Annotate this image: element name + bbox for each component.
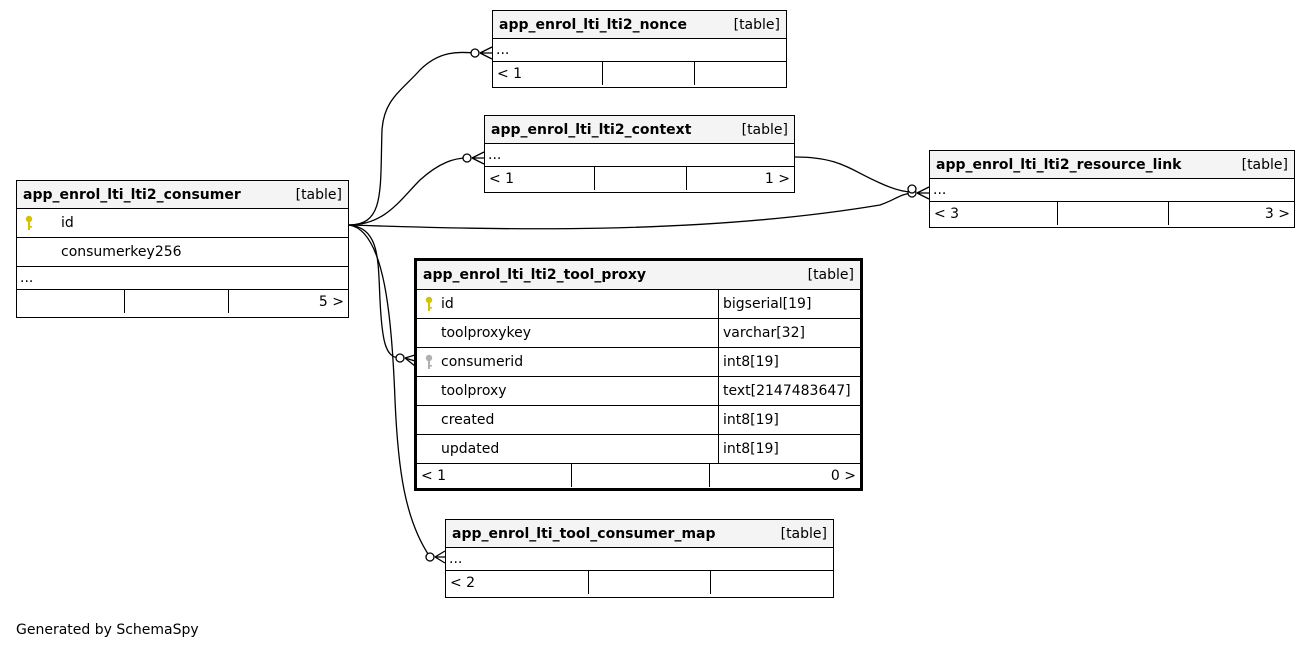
table-name: app_enrol_lti_tool_consumer_map bbox=[452, 525, 716, 542]
foreign-key-icon bbox=[417, 348, 441, 376]
column-type: varchar[32] bbox=[718, 319, 860, 347]
table-header: app_enrol_lti_lti2_context [table] bbox=[485, 116, 794, 144]
parents-count[interactable]: < 1 bbox=[421, 467, 447, 484]
table-footer: < 1 bbox=[493, 62, 786, 85]
more-columns: ... bbox=[930, 179, 1294, 202]
primary-key-icon bbox=[417, 290, 441, 318]
table-footer: < 1 1 > bbox=[485, 167, 794, 190]
table-type: [table] bbox=[295, 186, 342, 203]
generated-by-label: Generated by SchemaSpy bbox=[16, 622, 199, 638]
more-columns: ... bbox=[485, 144, 794, 167]
table-name: app_enrol_lti_lti2_consumer bbox=[23, 186, 241, 203]
table-nonce[interactable]: app_enrol_lti_lti2_nonce [table] ... < 1 bbox=[492, 10, 787, 88]
children-count[interactable]: 5 > bbox=[228, 290, 348, 313]
table-type: [table] bbox=[733, 16, 780, 33]
column-row[interactable]: id bbox=[17, 209, 348, 238]
table-resource-link[interactable]: app_enrol_lti_lti2_resource_link [table]… bbox=[929, 150, 1295, 228]
column-type: int8[19] bbox=[718, 406, 860, 434]
column-row-toolproxy[interactable]: toolproxy text[2147483647] bbox=[417, 377, 860, 406]
parents-count[interactable]: < 1 bbox=[497, 65, 523, 82]
table-consumer[interactable]: app_enrol_lti_lti2_consumer [table] id c… bbox=[16, 180, 349, 318]
relation-consumer-nonce bbox=[348, 51, 476, 226]
relation-consumer-tool-proxy bbox=[348, 224, 401, 359]
table-footer: < 2 bbox=[446, 571, 833, 594]
spacer-cell bbox=[124, 290, 228, 313]
column-name: updated bbox=[441, 441, 500, 457]
table-consumer-map[interactable]: app_enrol_lti_tool_consumer_map [table] … bbox=[445, 519, 834, 598]
children-count[interactable]: 0 > bbox=[709, 464, 860, 487]
column-row-created[interactable]: created int8[19] bbox=[417, 406, 860, 435]
parents-count[interactable] bbox=[17, 290, 124, 313]
column-name: id bbox=[441, 296, 454, 312]
column-name: consumerkey256 bbox=[61, 244, 182, 260]
column-type: int8[19] bbox=[718, 348, 860, 376]
table-name: app_enrol_lti_lti2_nonce bbox=[499, 16, 687, 33]
table-header: app_enrol_lti_lti2_nonce [table] bbox=[493, 11, 786, 39]
table-type: [table] bbox=[780, 525, 827, 542]
more-columns: ... bbox=[17, 267, 348, 290]
primary-key-icon bbox=[17, 209, 41, 237]
table-name: app_enrol_lti_lti2_tool_proxy bbox=[423, 267, 647, 283]
column-row-toolproxykey[interactable]: toolproxykey varchar[32] bbox=[417, 319, 860, 348]
column-name: id bbox=[61, 215, 74, 231]
table-footer: < 1 0 > bbox=[417, 464, 860, 487]
column-type: int8[19] bbox=[718, 435, 860, 463]
more-columns: ... bbox=[446, 548, 833, 571]
table-footer: < 3 3 > bbox=[930, 202, 1294, 225]
column-row-consumerid[interactable]: consumerid int8[19] bbox=[417, 348, 860, 377]
column-name: toolproxykey bbox=[441, 325, 532, 341]
table-type: [table] bbox=[807, 267, 854, 283]
spacer-cell bbox=[602, 62, 694, 85]
spacer-cell bbox=[1057, 202, 1168, 225]
spacer-cell bbox=[571, 464, 709, 487]
column-name: toolproxy bbox=[441, 383, 507, 399]
spacer-cell bbox=[588, 571, 710, 594]
table-footer: 5 > bbox=[17, 290, 348, 313]
table-header: app_enrol_lti_lti2_tool_proxy [table] bbox=[417, 261, 860, 290]
column-name: created bbox=[441, 412, 495, 428]
column-row[interactable]: consumerkey256 bbox=[17, 238, 348, 267]
children-count[interactable] bbox=[694, 62, 786, 85]
children-count[interactable]: 3 > bbox=[1168, 202, 1294, 225]
parents-count[interactable]: < 1 bbox=[489, 170, 515, 187]
table-header: app_enrol_lti_tool_consumer_map [table] bbox=[446, 520, 833, 548]
relation-context-resource-link bbox=[794, 156, 913, 193]
relation-consumer-resource-link bbox=[348, 192, 913, 230]
table-name: app_enrol_lti_lti2_resource_link bbox=[936, 156, 1182, 173]
table-name: app_enrol_lti_lti2_context bbox=[491, 121, 692, 138]
column-row-updated[interactable]: updated int8[19] bbox=[417, 435, 860, 464]
relation-consumer-context bbox=[348, 157, 468, 226]
more-columns: ... bbox=[493, 39, 786, 62]
parents-count[interactable]: < 2 bbox=[450, 574, 476, 591]
table-context[interactable]: app_enrol_lti_lti2_context [table] ... <… bbox=[484, 115, 795, 193]
children-count[interactable]: 1 > bbox=[686, 167, 794, 190]
column-name: consumerid bbox=[441, 354, 524, 370]
table-tool-proxy[interactable]: app_enrol_lti_lti2_tool_proxy [table] id… bbox=[414, 258, 863, 491]
column-type: text[2147483647] bbox=[718, 377, 860, 405]
spacer-cell bbox=[594, 167, 686, 190]
table-header: app_enrol_lti_lti2_consumer [table] bbox=[17, 181, 348, 209]
table-type: [table] bbox=[741, 121, 788, 138]
children-count[interactable] bbox=[710, 571, 833, 594]
table-type: [table] bbox=[1241, 156, 1288, 173]
parents-count[interactable]: < 3 bbox=[934, 205, 960, 222]
column-row-id[interactable]: id bigserial[19] bbox=[417, 290, 860, 319]
table-header: app_enrol_lti_lti2_resource_link [table] bbox=[930, 151, 1294, 179]
column-type: bigserial[19] bbox=[718, 290, 860, 318]
